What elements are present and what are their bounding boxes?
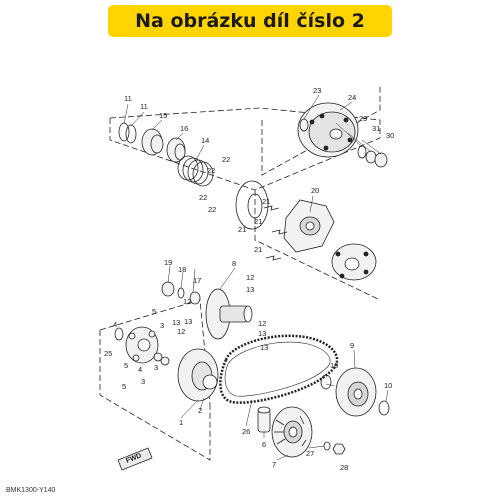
part-20-clutch-carrier bbox=[283, 199, 335, 253]
part-11-rings bbox=[118, 122, 137, 144]
callout-20: 20 bbox=[311, 186, 319, 195]
callout-13c: 13 bbox=[172, 318, 180, 327]
callout-24: 24 bbox=[348, 93, 356, 102]
callout-11b: 11 bbox=[140, 102, 148, 111]
banner-title: Na obrázku díl číslo 2 bbox=[135, 10, 365, 32]
callout-10b: 10 bbox=[384, 381, 392, 390]
part-10-washer-right bbox=[378, 400, 390, 416]
callout-22a: 22 bbox=[222, 155, 230, 164]
callout-30: 30 bbox=[386, 131, 394, 140]
callout-13b: 13 bbox=[184, 317, 192, 326]
diagram-code: BMK1300-Y140 bbox=[6, 487, 56, 494]
part-6-collar bbox=[257, 406, 271, 433]
callout-15: 15 bbox=[159, 111, 167, 120]
part-27-washer bbox=[323, 441, 331, 451]
callout-12c: 12 bbox=[177, 327, 185, 336]
callout-12a: 12 bbox=[246, 273, 254, 282]
callout-2: 2 bbox=[198, 406, 202, 415]
part-16-collar bbox=[166, 137, 186, 163]
part-7-fan-pulley bbox=[271, 406, 313, 458]
part-28-nut bbox=[332, 443, 346, 455]
part-14-spring bbox=[177, 155, 214, 187]
leader-lines bbox=[123, 94, 389, 461]
callout-12b: 12 bbox=[183, 297, 191, 306]
callout-13e: 13 bbox=[260, 343, 268, 352]
callout-11: 11 bbox=[124, 94, 132, 103]
callout-labels: 11 11 15 16 14 23 24 29 31 30 22 22 22 2… bbox=[104, 86, 394, 472]
part-24-clutch-housing bbox=[297, 102, 359, 158]
title-banner: Na obrázku díl číslo 2 bbox=[108, 5, 392, 37]
callout-5a: 5 bbox=[152, 307, 156, 316]
callout-22c: 22 bbox=[199, 193, 207, 202]
part-5-weights bbox=[153, 352, 170, 366]
callout-5b: 5 bbox=[124, 361, 128, 370]
part-10-washer bbox=[320, 374, 332, 390]
part-15-collar bbox=[141, 128, 164, 156]
callout-10a: 10 bbox=[330, 361, 338, 370]
callout-19: 19 bbox=[164, 258, 172, 267]
callout-18: 18 bbox=[178, 265, 186, 274]
callout-3b: 3 bbox=[154, 363, 158, 372]
callout-21c: 21 bbox=[238, 225, 246, 234]
callout-12d: 12 bbox=[258, 319, 266, 328]
callout-13d: 13 bbox=[258, 329, 266, 338]
callout-26: 26 bbox=[242, 427, 250, 436]
part-29-washer bbox=[357, 145, 367, 159]
part-9-secondary-pulley bbox=[335, 367, 377, 417]
callout-6: 6 bbox=[262, 440, 266, 449]
callout-25: 25 bbox=[104, 349, 112, 358]
callout-29: 29 bbox=[359, 114, 367, 123]
callout-9: 9 bbox=[350, 341, 354, 350]
callout-14: 14 bbox=[201, 136, 209, 145]
callout-5c: 5 bbox=[122, 382, 126, 391]
callout-3c: 3 bbox=[141, 377, 145, 386]
part-2-primary-sheave-assembly bbox=[177, 348, 219, 402]
callout-13a: 13 bbox=[246, 285, 254, 294]
callout-23: 23 bbox=[313, 86, 321, 95]
callout-22d: 22 bbox=[208, 205, 216, 214]
callout-4b: 4 bbox=[138, 365, 142, 374]
callout-17: 17 bbox=[193, 276, 201, 285]
fwd-arrow bbox=[117, 447, 153, 471]
callout-22b: 22 bbox=[207, 166, 215, 175]
callout-27: 27 bbox=[306, 449, 314, 458]
part-25-washer bbox=[114, 327, 124, 341]
callout-8: 8 bbox=[232, 259, 236, 268]
part-26-v-belt bbox=[219, 334, 339, 404]
part-boss-assembly bbox=[331, 243, 377, 281]
part-clutch-plate bbox=[235, 180, 269, 230]
callout-21b: 21 bbox=[254, 217, 262, 226]
callout-16: 16 bbox=[180, 124, 188, 133]
callout-1: 1 bbox=[179, 418, 183, 427]
part-21-springs bbox=[263, 205, 288, 261]
callout-21d: 21 bbox=[254, 245, 262, 254]
part-19-roller bbox=[161, 281, 175, 297]
callout-3a: 3 bbox=[160, 321, 164, 330]
callout-7: 7 bbox=[272, 460, 276, 469]
callout-21a: 21 bbox=[262, 197, 270, 206]
callout-4a: 4 bbox=[113, 320, 117, 329]
callout-28: 28 bbox=[340, 463, 348, 472]
part-17-bearing bbox=[189, 291, 201, 305]
part-8-secondary-sheave bbox=[205, 288, 253, 340]
part-30-bearing bbox=[374, 152, 388, 168]
part-31-nut bbox=[365, 150, 377, 164]
part-3-sliding-sheave bbox=[125, 326, 159, 364]
callout-31: 31 bbox=[372, 124, 380, 133]
